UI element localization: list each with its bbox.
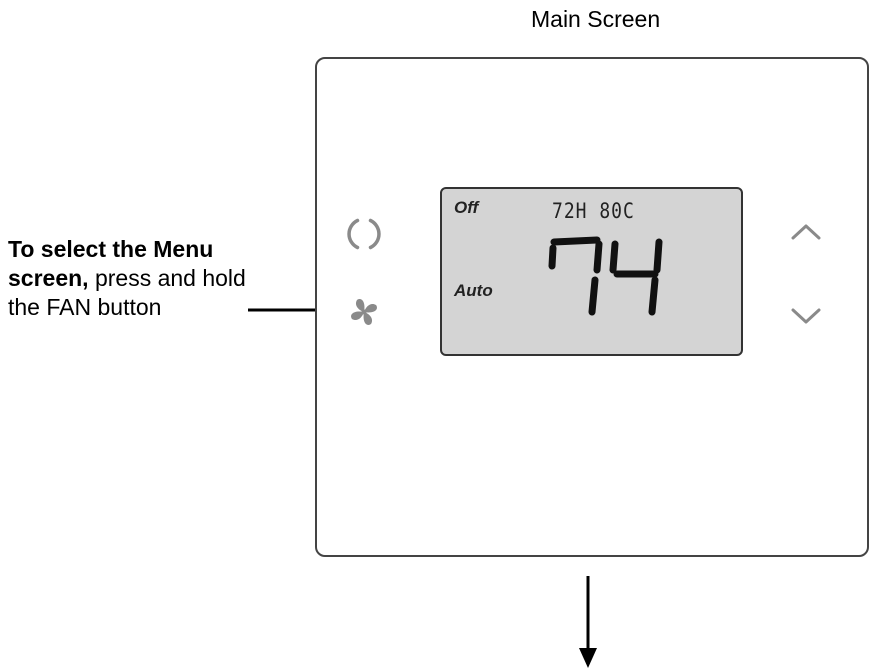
fan-mode-label: Auto — [454, 281, 493, 300]
temperature-readout — [548, 236, 663, 316]
chevron-down-icon[interactable] — [790, 306, 822, 326]
arrow-down-icon — [579, 576, 597, 668]
system-mode-label: Off — [454, 198, 479, 217]
callout-bold: To select the Menu screen, — [8, 236, 214, 291]
power-icon[interactable] — [346, 216, 382, 252]
setpoints-readout: 72H 80C — [552, 199, 635, 225]
chevron-up-icon[interactable] — [790, 222, 822, 242]
lcd-display: Off 72H 80C Auto — [440, 187, 743, 356]
fan-icon[interactable] — [348, 296, 380, 328]
callout-rest: press and hold the FAN button — [8, 265, 246, 320]
callout-text: To select the Menu screen, press and hol… — [8, 235, 258, 322]
screen-caption: Main Screen — [531, 6, 661, 32]
